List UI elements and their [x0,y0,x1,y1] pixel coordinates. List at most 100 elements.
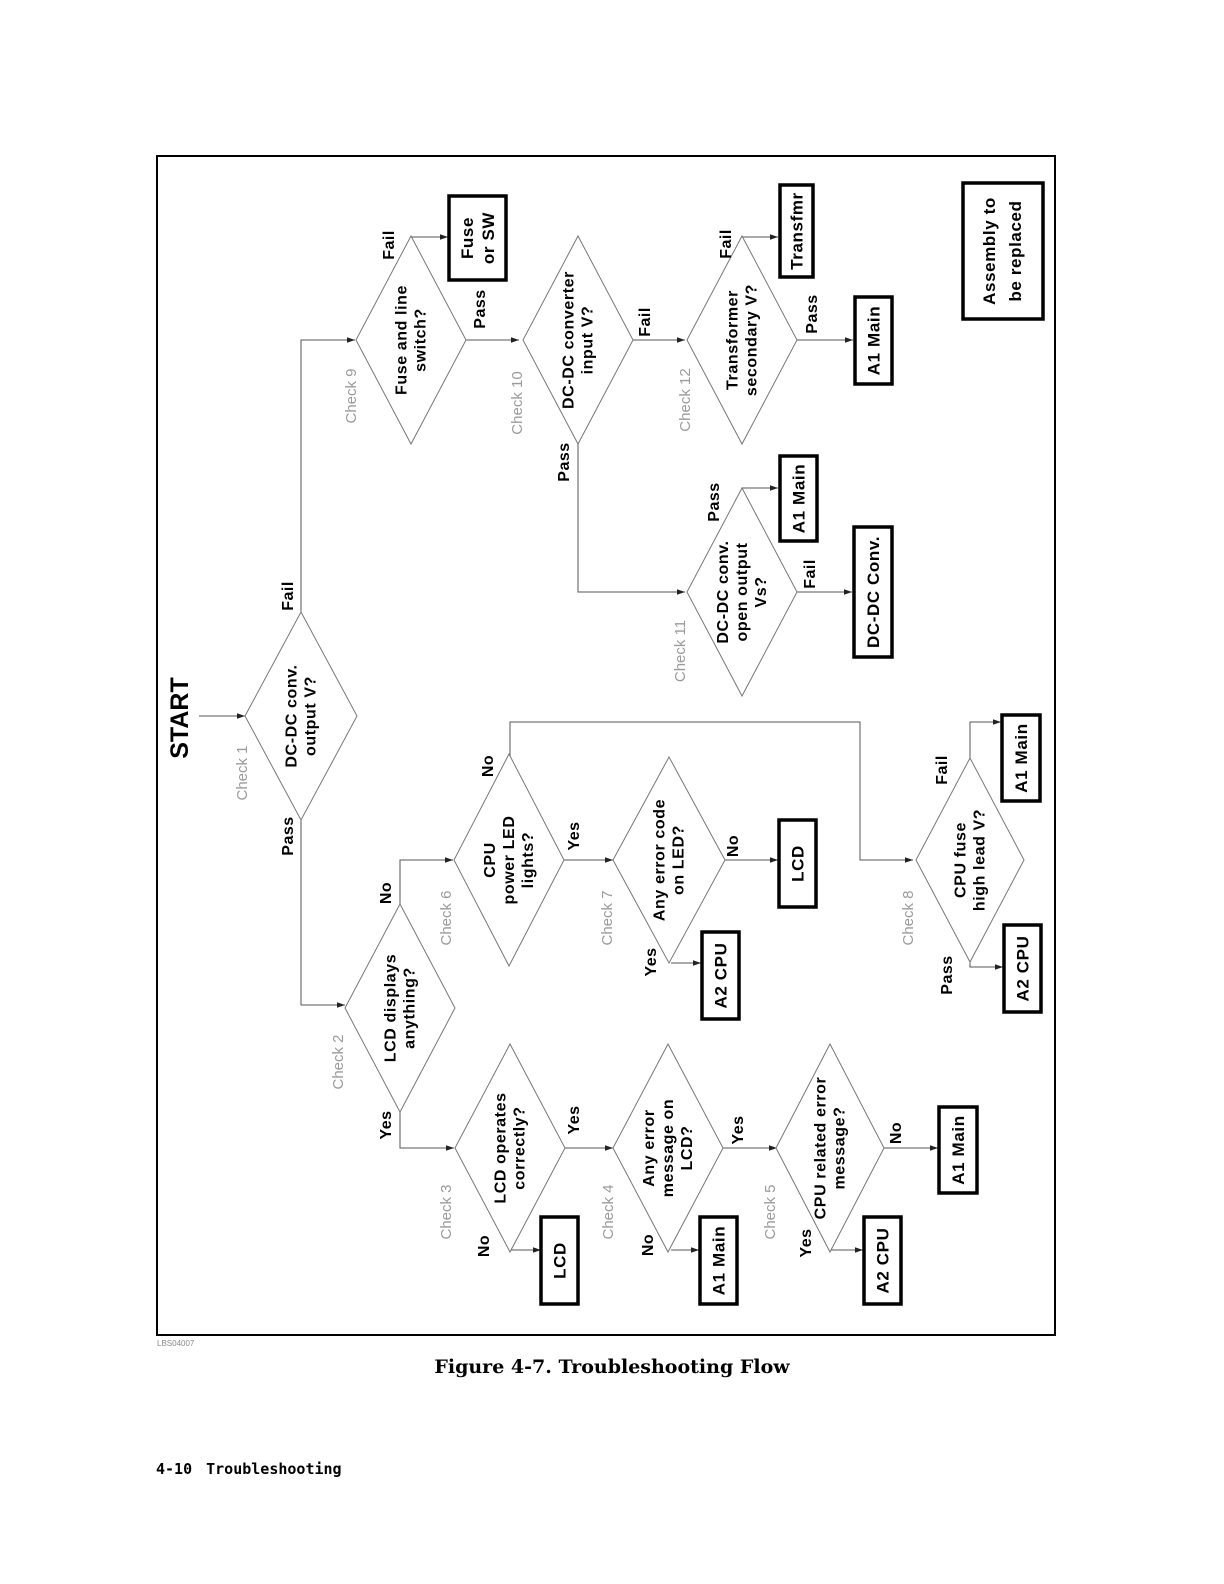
dcdc-conv-box-label: DC-DC Conv. [864,536,883,648]
edge-label-c7-yes: Yes [643,947,660,976]
a2-cpu-c5-box [862,1215,903,1306]
c5-diamond [775,1042,885,1254]
c12-diamond [686,234,798,446]
c9-diamond [355,234,467,446]
c10-diamond [522,234,634,446]
c11-diamond [686,486,798,698]
edge-label-c9-fail: Fail [381,230,398,260]
c4-label: Check 4 [600,1184,617,1239]
edge-label-c10-pass: Pass [556,442,573,481]
c4-diamond [612,1042,724,1254]
edge-label-c8-fail: Fail [934,755,951,785]
edge-label-c2-no: No [378,882,395,904]
a1-main-c12-box [853,295,894,386]
edge-label-c12-fail: Fail [718,229,735,259]
c8-label: Check 8 [900,890,917,945]
transfmr-box [778,183,815,279]
start-label: START [166,677,194,758]
a1-main-c5-box-label: A1 Main [949,1115,968,1184]
edge-label-c1-pass: Pass [280,816,297,855]
figure-caption: Figure 4-7. Troubleshooting Flow [434,1356,790,1378]
c9-label: Check 9 [343,368,360,423]
figure-id: LBS04007 [157,1339,195,1348]
a2-cpu-c5-box-label: A2 CPU [873,1228,892,1294]
edge-label-c11-fail: Fail [802,559,819,589]
c8-pass-line [969,962,1003,970]
lcd-c7-box-label: LCD [788,845,807,882]
shapes [244,181,1045,1306]
c2-yes-line [399,1112,454,1151]
edge-label-c7-no: No [725,835,742,857]
c8-fail-line [969,719,1001,758]
c10-label: Check 10 [509,371,526,434]
c1-label: Check 1 [234,745,251,800]
lcd-c3-box-label: LCD [550,1242,569,1279]
c1-pass-line [300,820,345,1008]
edge-label-c5-no: No [888,1122,905,1144]
c10-pass-line [577,444,685,595]
a1-main-c4-box [698,1215,739,1306]
page-number: 4-10 [156,1460,193,1478]
connectors [199,234,1003,1253]
c6-no-line [509,721,913,863]
edge-label-c12-pass: Pass [804,294,821,333]
a1-main-c5-box [937,1105,979,1195]
c7-label: Check 7 [599,890,616,945]
a1-main-c8-box-label: A1 Main [1012,723,1031,792]
c6-label: Check 6 [438,890,455,945]
a1-main-c12-box-label: A1 Main [864,306,883,375]
edge-label-c4-yes: Yes [730,1115,747,1144]
c8-diamond [915,756,1025,964]
edge-label-c11-pass: Pass [706,482,723,521]
page-footer: 4-10 Troubleshooting [156,1460,356,1478]
a1-main-c8-box [1000,713,1042,803]
c12-label: Check 12 [677,368,694,431]
edge-label-c5-yes: Yes [798,1228,815,1257]
a1-main-c11-box [778,454,819,543]
a2-cpu-c8-box-label: A2 CPU [1013,936,1032,1002]
edge-label-c6-yes: Yes [566,821,583,850]
legend-box [961,181,1045,321]
c7-diamond [612,755,726,965]
c1-diamond [244,610,358,822]
edge-label-c3-yes: Yes [566,1105,583,1134]
edge-label-c10-fail: Fail [637,307,654,337]
edge-label-c4-no: No [640,1234,657,1256]
c3-diamond [454,1042,566,1254]
a1-main-c4-box-label: A1 Main [709,1226,728,1295]
lcd-c7-box [777,818,818,909]
dcdc-conv-box [852,525,894,659]
a1-main-c11-box-label: A1 Main [789,464,808,533]
edge-label-c2-yes: Yes [378,1110,395,1139]
lcd-c3-box [539,1215,580,1306]
c2-diamond [344,902,456,1114]
a2-cpu-c8-box [1002,923,1043,1014]
c2-no-line [399,857,453,905]
edge-label-c3-no: No [476,1235,493,1257]
c11-label: Check 11 [672,620,689,682]
section-name: Troubleshooting [206,1460,342,1478]
a2-cpu-c7-box-label: A2 CPU [711,943,730,1009]
c5-label: Check 5 [762,1184,779,1239]
a2-cpu-c7-box [700,930,741,1021]
c6-diamond [453,752,565,968]
edge-label-c6-no: No [480,755,497,777]
c1-fail-line [300,337,355,612]
c2-label: Check 2 [330,1034,347,1089]
edge-label-c9-pass: Pass [472,289,489,328]
